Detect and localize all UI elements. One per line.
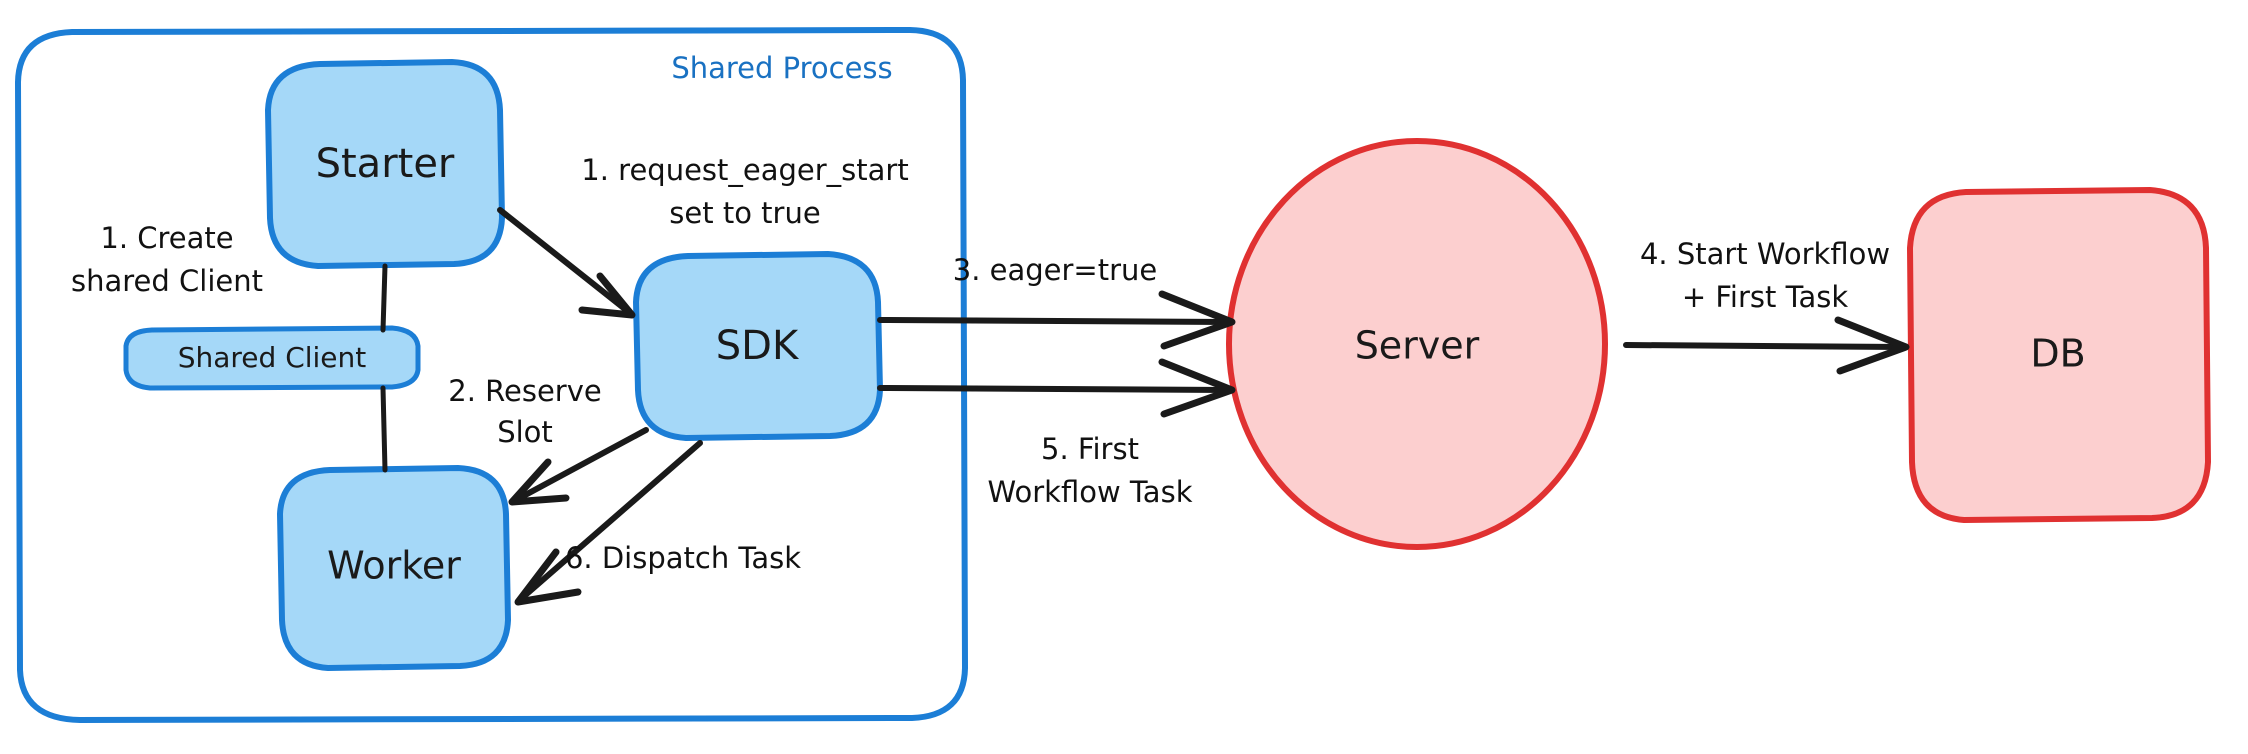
server-ellipse (1226, 138, 1608, 550)
dispatch-task-arrowhead (514, 548, 582, 606)
start-workflow-arrowhead (1834, 316, 1910, 375)
node-server[interactable]: Server (1226, 138, 1608, 550)
reserve-slot-label-line-1: 2. Reserve (448, 374, 601, 408)
worker-box (277, 465, 511, 671)
reserve-slot-arrowhead (508, 458, 570, 506)
reserve-slot-label-line-2: Slot (497, 415, 553, 449)
request-eager-start-arrowhead (578, 272, 636, 319)
edge-dispatch-task: 6. Dispatch Task (514, 440, 801, 606)
create-shared-client-line (380, 263, 388, 333)
edge-eager-true: 3. eager=true (877, 253, 1236, 350)
edge-start-workflow-first-task: 4. Start Workflow + First Task (1623, 237, 1910, 375)
shared-process-label: Shared Process (671, 51, 892, 85)
create-shared-client-label-line-2: shared Client (71, 264, 263, 298)
start-workflow-label-line-2: + First Task (1682, 280, 1849, 314)
edge-reserve-slot: 2. Reserve Slot (448, 374, 649, 506)
start-workflow-label-line-1: 4. Start Workflow (1640, 237, 1890, 271)
first-workflow-task-label-line-1: 5. First (1041, 432, 1139, 466)
request-eager-start-line (497, 207, 633, 316)
first-workflow-task-arrowhead (1158, 358, 1236, 418)
edge-shared-client-worker (380, 385, 388, 473)
db-label: DB (2030, 332, 2085, 376)
shared-client-label: Shared Client (178, 341, 367, 374)
node-shared-client[interactable]: Shared Client (123, 325, 421, 391)
server-label: Server (1355, 324, 1480, 368)
shared-client-worker-line (380, 385, 388, 473)
starter-box (265, 59, 505, 269)
eager-true-arrowhead (1158, 290, 1236, 350)
request-eager-start-label-line-2: set to true (669, 196, 820, 230)
reserve-slot-line (513, 427, 649, 503)
shared-client-box (123, 325, 421, 391)
edge-request-eager-start: 1. request_eager_start set to true (497, 153, 909, 319)
db-box (1907, 187, 2211, 523)
shared-process-border (14, 26, 969, 724)
edge-create-shared-client: 1. Create shared Client (71, 221, 388, 333)
worker-label: Worker (327, 544, 461, 588)
dispatch-task-line (519, 440, 703, 601)
sdk-box (633, 251, 883, 441)
eager-true-line (877, 317, 1231, 325)
node-starter[interactable]: Starter (265, 59, 505, 269)
sdk-label: SDK (716, 323, 800, 369)
shared-process-group[interactable]: Shared Process (14, 26, 969, 724)
eager-true-label: 3. eager=true (953, 253, 1158, 287)
node-sdk[interactable]: SDK (633, 251, 883, 441)
request-eager-start-label-line-1: 1. request_eager_start (581, 153, 908, 187)
node-worker[interactable]: Worker (277, 465, 511, 671)
starter-label: Starter (316, 141, 455, 187)
dispatch-task-label: 6. Dispatch Task (565, 541, 801, 575)
first-workflow-task-line (877, 385, 1231, 393)
create-shared-client-label-line-1: 1. Create (100, 221, 233, 255)
first-workflow-task-label-line-2: Workflow Task (988, 475, 1193, 509)
start-workflow-line (1623, 342, 1905, 350)
edge-first-workflow-task: 5. First Workflow Task (877, 358, 1236, 509)
node-db[interactable]: DB (1907, 187, 2211, 523)
